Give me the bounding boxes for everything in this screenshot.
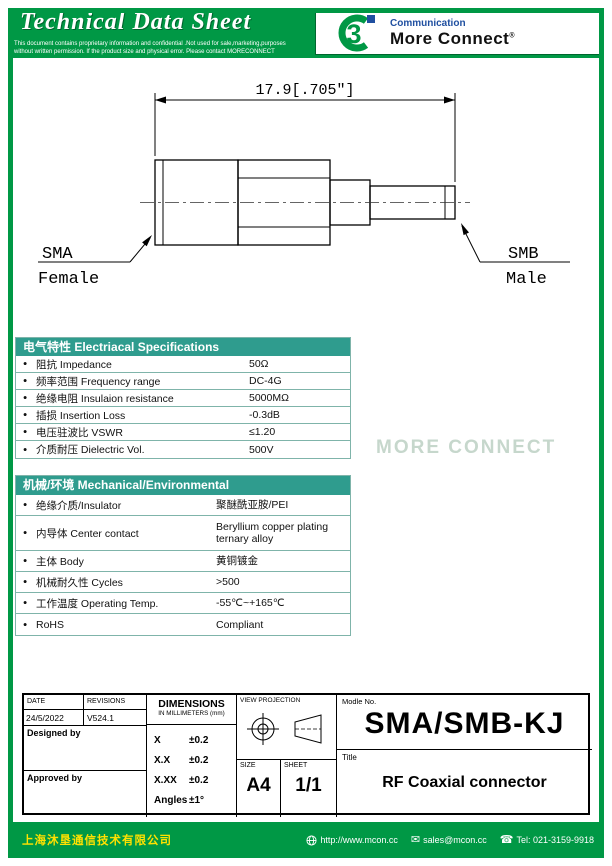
spec-row-dielectric-voltage: ● 介质耐压 Dielectric Vol. 500V	[23, 443, 274, 457]
website-link[interactable]: http://www.mcon.cc	[306, 834, 398, 846]
technical-drawing: 17.9[.705″]	[8, 58, 604, 336]
disclaimer-line-1: This document contains proprietary infor…	[14, 41, 286, 47]
bullet-icon: ●	[23, 578, 28, 586]
size-label: SIZE	[240, 762, 256, 769]
logo-line-communication: Communication	[390, 17, 466, 29]
bullet-icon: ●	[23, 411, 28, 419]
model-number-cell: Modle No. SMA/SMB-KJ	[337, 695, 592, 750]
model-number-label: Modle No.	[342, 697, 377, 706]
dimensions-subtitle: IN MILLIMETERS (mm)	[158, 710, 225, 717]
tolerance-row-xx: X.X ±0.2	[154, 754, 209, 766]
mechanical-table-header: 机械/环境 Mechanical/Environmental	[16, 476, 350, 495]
revisions-label-cell: REVISIONS	[84, 695, 147, 710]
left-connector-type: SMA	[42, 245, 73, 264]
spec-row-impedance: ● 阻抗 Impedance 50Ω	[16, 356, 350, 373]
disclaimer-text: This document contains proprietary infor…	[14, 40, 314, 56]
header-banner: Technical Data Sheet This document conta…	[8, 8, 604, 58]
disclaimer-line-2: without written permission. If the produ…	[14, 49, 275, 55]
globe-icon	[306, 834, 317, 846]
left-connector-gender: Female	[38, 270, 99, 289]
spec-row-insertion-loss: ● 插损 Insertion Loss -0.3dB	[16, 407, 350, 424]
title-block: DATE REVISIONS 24/5/2022 V524.1 Designed…	[22, 693, 592, 817]
spec-row-insulator: ● 绝缘介质/Insulator 聚醚酰亚胺/PEI	[16, 495, 350, 516]
logo-wordmark: Communication More Connect®	[390, 18, 515, 49]
spec-row-operating-temp: ● 工作温度 Operating Temp. -55℃~+165℃	[16, 593, 350, 614]
date-value-cell: 24/5/2022	[24, 710, 84, 726]
tolerance-row-x: X ±0.2	[154, 734, 209, 746]
bullet-icon: ●	[23, 529, 28, 537]
sheet-cell: SHEET 1/1	[281, 760, 337, 817]
spec-row-center-contact: ● 内导体 Center contact Beryllium copper pl…	[16, 516, 350, 551]
bullet-icon: ●	[23, 621, 28, 628]
bullet-icon: ●	[23, 377, 28, 385]
footer-banner: 上海沐垦通信技术有限公司 http://www.mcon.cc ✉ sales@…	[8, 822, 604, 858]
page-title: Technical Data Sheet	[20, 9, 252, 35]
bullet-icon: ●	[23, 360, 28, 368]
phone-icon: ☎	[499, 833, 514, 846]
email-icon: ✉	[410, 833, 421, 846]
first-angle-projection-icon	[246, 713, 321, 745]
dimensions-title: DIMENSIONS	[158, 698, 225, 710]
tolerance-row-angles: Angles ±1°	[154, 794, 205, 806]
view-projection-label: VIEW PROJECTION	[240, 697, 301, 704]
spec-row-rohs: ● RoHS Compliant	[23, 618, 264, 631]
spec-row-insulation-resistance: ● 绝缘电阻 Insulaion resistance 5000MΩ	[16, 390, 350, 407]
designed-by-cell: Designed by	[24, 726, 147, 771]
dimensions-header-cell: DIMENSIONS IN MILLIMETERS (mm)	[147, 695, 237, 725]
sheet-value: 1/1	[295, 775, 322, 796]
bullet-icon: ●	[23, 557, 28, 565]
revisions-value-cell: V524.1	[84, 710, 147, 726]
logo-digit: 3	[346, 19, 361, 49]
view-projection-cell: VIEW PROJECTION	[237, 695, 337, 760]
electrical-specs-table: 电气特性 Electriacal Specifications ● 阻抗 Imp…	[15, 337, 351, 459]
spec-row-vswr: ● 电压驻波比 VSWR ≤1.20	[16, 424, 350, 441]
size-cell: SIZE A4	[237, 760, 281, 817]
registered-mark: ®	[509, 31, 516, 39]
watermark: MORE CONNECT	[376, 437, 557, 458]
drawing-title-cell: Title RF Coaxial connector	[337, 750, 592, 817]
drawing-title-value: RF Coaxial connector	[382, 774, 547, 791]
tolerance-row-xxx: X.XX ±0.2	[154, 774, 209, 786]
model-number-value: SMA/SMB-KJ	[364, 707, 565, 740]
email-link[interactable]: ✉ sales@mcon.cc	[410, 833, 487, 846]
spec-row-body: ● 主体 Body 黄铜镀金	[16, 551, 350, 572]
spec-row-cycles: ● 机械耐久性 Cycles >500	[16, 572, 350, 593]
logo-line-moreconnect: More Connect®	[390, 28, 516, 48]
connector-drawing-svg: 17.9[.705″]	[38, 82, 570, 289]
sheet-label: SHEET	[284, 762, 308, 769]
right-connector-gender: Male	[506, 270, 547, 289]
right-connector-type: SMB	[508, 245, 539, 264]
size-value: A4	[246, 775, 271, 796]
footer-contacts: http://www.mcon.cc ✉ sales@mcon.cc ☎ Tel…	[306, 833, 594, 846]
company-logo: 3 Communication More Connect®	[315, 11, 601, 55]
spec-row-frequency-range: ● 频率范围 Frequency range DC-4G	[16, 373, 350, 390]
bullet-icon: ●	[23, 599, 28, 607]
tolerances-cell: X ±0.2 X.X ±0.2 X.XX ±0.2 Angles ±1°	[147, 725, 237, 817]
bullet-icon: ●	[23, 394, 28, 402]
electrical-table-header: 电气特性 Electriacal Specifications	[16, 338, 350, 356]
c3-logo-icon: 3	[338, 14, 375, 52]
drawing-title-label: Title	[342, 753, 357, 762]
bullet-icon: ●	[23, 446, 28, 453]
date-label-cell: DATE	[24, 695, 84, 710]
bullet-icon: ●	[23, 428, 28, 436]
phone-contact: ☎ Tel: 021-3159-9918	[499, 833, 594, 846]
dimension-label: 17.9[.705″]	[255, 82, 354, 99]
mechanical-specs-table: 机械/环境 Mechanical/Environmental ● 绝缘介质/In…	[15, 475, 351, 636]
company-name: 上海沐垦通信技术有限公司	[22, 835, 172, 847]
approved-by-cell: Approved by	[24, 771, 147, 817]
bullet-icon: ●	[23, 501, 28, 509]
